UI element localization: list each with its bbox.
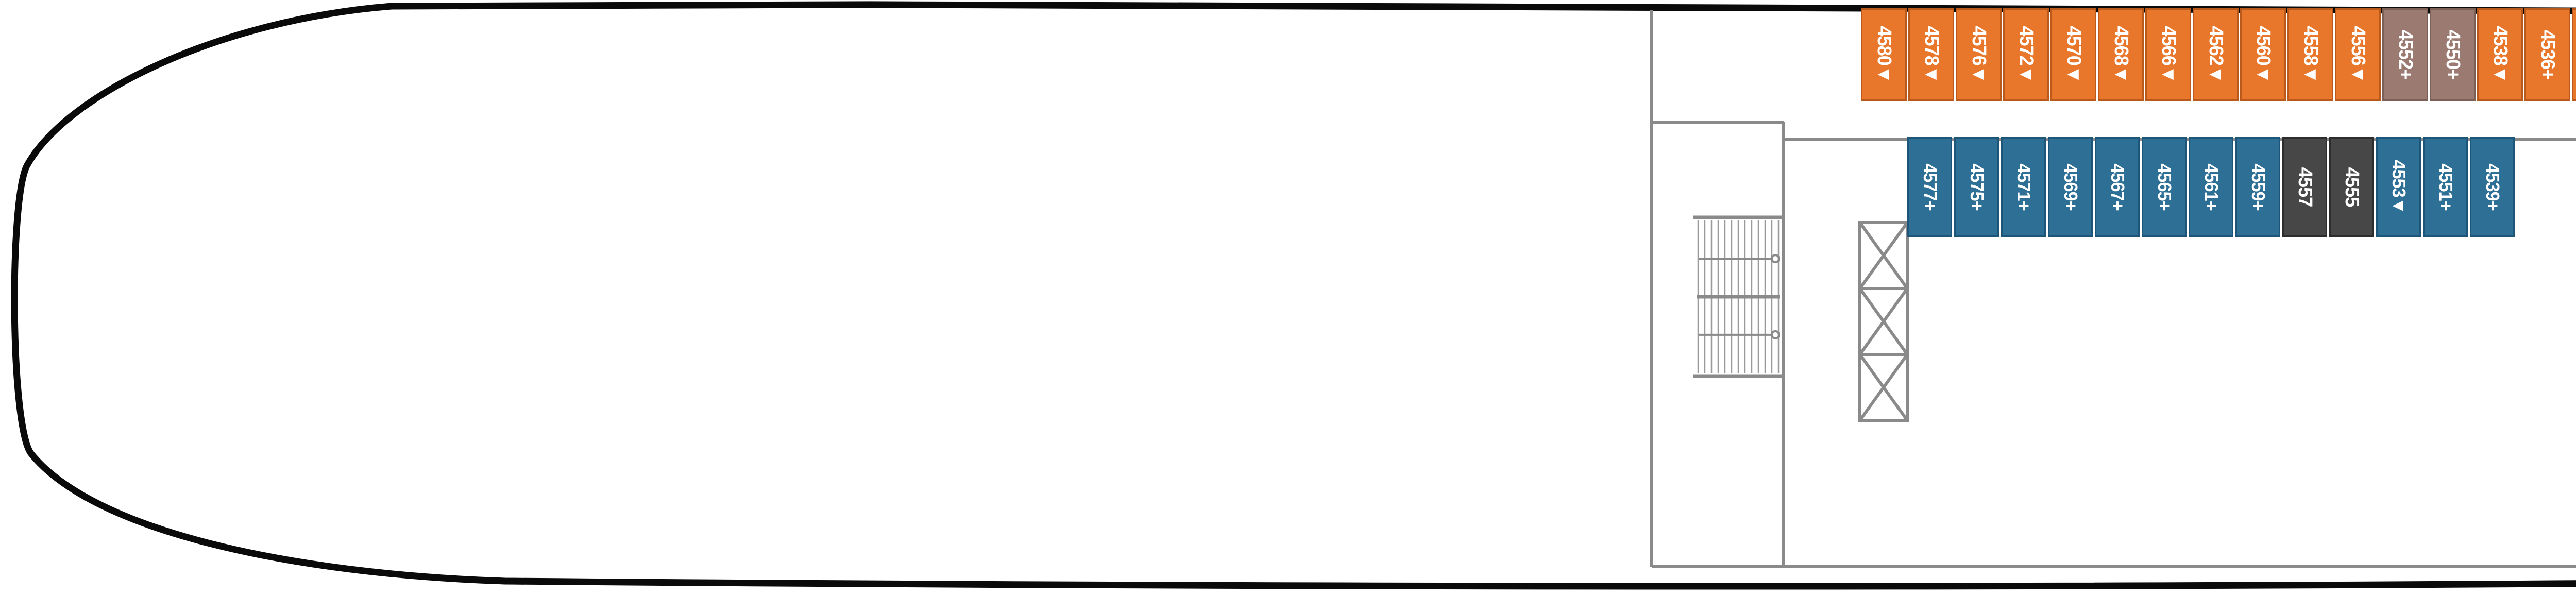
cabin-4550: 4550+ xyxy=(2430,8,2476,101)
stairs-icons xyxy=(1693,215,1784,378)
cabin-number-label: 4560▼ xyxy=(2252,26,2274,83)
elevator-icons xyxy=(1858,221,1909,422)
cabin-4556: 4556▼ xyxy=(2335,8,2381,101)
cabin-number-label: 4539+ xyxy=(2482,163,2503,211)
cabin-4536: 4536+ xyxy=(2524,8,2570,101)
cabin-4569: 4569+ xyxy=(2048,137,2093,237)
cabin-4552: 4552+ xyxy=(2382,8,2428,101)
stairs-icon xyxy=(1693,215,1784,378)
cabin-number-label: 4552+ xyxy=(2394,29,2416,80)
cabin-number-label: 4562▼ xyxy=(2205,26,2227,83)
cabin-4575: 4575+ xyxy=(1954,137,1999,237)
cabin-4558: 4558▼ xyxy=(2287,8,2333,101)
cabin-4580: 4580▼ xyxy=(1861,8,1907,101)
cabin-4553: 4553▼ xyxy=(2376,137,2421,237)
cabin-4539: 4539+ xyxy=(2470,137,2515,237)
cabin-number-label: 4555 xyxy=(2341,167,2363,207)
cabin-4571: 4571+ xyxy=(2001,137,2046,237)
cabin-number-label: 4572▼ xyxy=(2015,26,2037,83)
cabin-number-label: 4559+ xyxy=(2247,163,2269,211)
cabin-4576: 4576▼ xyxy=(1956,8,2002,101)
cabin-4561: 4561+ xyxy=(2189,137,2233,237)
cabin-number-label: 4558▼ xyxy=(2299,26,2321,83)
cabin-number-label: 4566▼ xyxy=(2157,26,2179,83)
cabin-number-label: 4556▼ xyxy=(2347,26,2369,83)
cabin-4532: 4532▼ xyxy=(2572,8,2576,101)
cabin-number-label: 4578▼ xyxy=(1920,26,1942,83)
cabin-4578: 4578▼ xyxy=(1908,8,1954,101)
cabin-number-label: 4568▼ xyxy=(2110,26,2132,83)
cabin-number-label: 4561+ xyxy=(2200,163,2222,211)
elevator-icon xyxy=(1858,221,1909,422)
cabin-number-label: 4577+ xyxy=(1919,163,1941,211)
cabin-number-label: 4536+ xyxy=(2536,29,2558,80)
cabin-4538: 4538▼ xyxy=(2477,8,2523,101)
cabin-4557: 4557 xyxy=(2282,137,2327,237)
cabin-number-label: 4553▼ xyxy=(2388,160,2410,214)
cabin-4551: 4551+ xyxy=(2423,137,2468,237)
cabin-number-label: 4557 xyxy=(2294,167,2316,207)
cabin-4568: 4568▼ xyxy=(2098,8,2144,101)
cabin-4567: 4567+ xyxy=(2095,137,2140,237)
cabin-number-label: 4570▼ xyxy=(2062,26,2084,83)
cabin-number-label: 4576▼ xyxy=(1968,26,1990,83)
cabin-4570: 4570▼ xyxy=(2050,8,2096,101)
cabin-4566: 4566▼ xyxy=(2145,8,2191,101)
cabin-number-label: 4538▼ xyxy=(2489,26,2511,83)
cabin-number-label: 4569+ xyxy=(2060,163,2081,211)
cabin-4555: 4555 xyxy=(2329,137,2374,237)
cabin-4565: 4565+ xyxy=(2142,137,2187,237)
cabin-number-label: 4567+ xyxy=(2107,163,2128,211)
cabin-number-label: 4565+ xyxy=(2154,163,2175,211)
cabin-number-label: 4571+ xyxy=(2013,163,2035,211)
cabin-4560: 4560▼ xyxy=(2240,8,2286,101)
cabin-4562: 4562▼ xyxy=(2193,8,2239,101)
cabin-4577: 4577+ xyxy=(1907,137,1952,237)
cabin-number-label: 4551+ xyxy=(2435,163,2456,211)
cabin-number-label: 4550+ xyxy=(2442,29,2464,80)
cabin-4572: 4572▼ xyxy=(2003,8,2049,101)
cabin-4559: 4559+ xyxy=(2235,137,2280,237)
cabin-number-label: 4575+ xyxy=(1966,163,1988,211)
cabin-number-label: 4580▼ xyxy=(1873,26,1895,83)
